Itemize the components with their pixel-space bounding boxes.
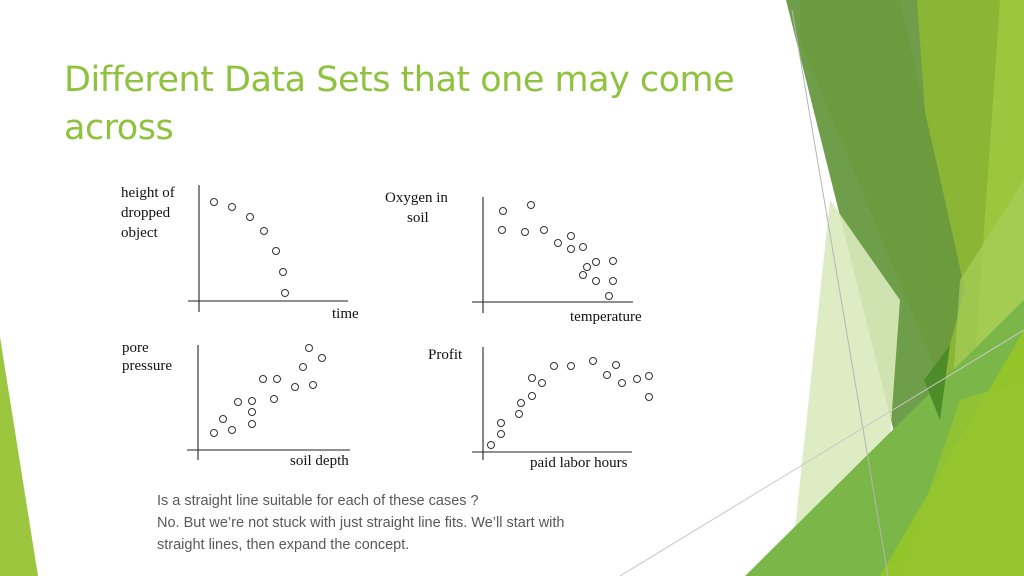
chart3-points — [210, 344, 326, 437]
chart1-points — [210, 198, 289, 297]
lower-lime-2 — [900, 380, 1024, 576]
chart4-xlabel: paid labor hours — [530, 455, 628, 471]
chart1-ylabel-line3: object — [121, 225, 158, 241]
chart3-xlabel: soil depth — [290, 453, 349, 469]
chart3-ylabel-line2: pressure — [122, 358, 172, 374]
chart2-ylabel-line1: Oxygen in — [385, 190, 448, 206]
dark-green-wedge — [800, 0, 965, 380]
chart2-xlabel: temperature — [570, 309, 642, 325]
slide-title: Different Data Sets that one may come ac… — [64, 60, 735, 148]
chart1-xlabel: time — [332, 306, 359, 322]
thin-line-1 — [791, 9, 889, 576]
slide-body: Is a straight line suitable for each of … — [157, 490, 717, 556]
chart4-points — [487, 357, 653, 449]
chart1-ylabel-line1: height of — [121, 185, 175, 201]
chart4-ylabel: Profit — [428, 347, 463, 363]
chart2-points — [498, 201, 617, 300]
thin-line-2 — [619, 329, 1024, 576]
chart2-ylabel-line2: soil — [407, 210, 429, 226]
chart3-ylabel-line1: pore — [122, 340, 149, 356]
body-line-3: straight lines, then expand the concept. — [157, 537, 410, 553]
body-line-2: No. But we’re not stuck with just straig… — [157, 515, 565, 531]
left-accent-shape — [0, 337, 38, 576]
chart1-ylabel-line2: dropped — [121, 205, 171, 221]
body-line-1: Is a straight line suitable for each of … — [157, 493, 479, 509]
